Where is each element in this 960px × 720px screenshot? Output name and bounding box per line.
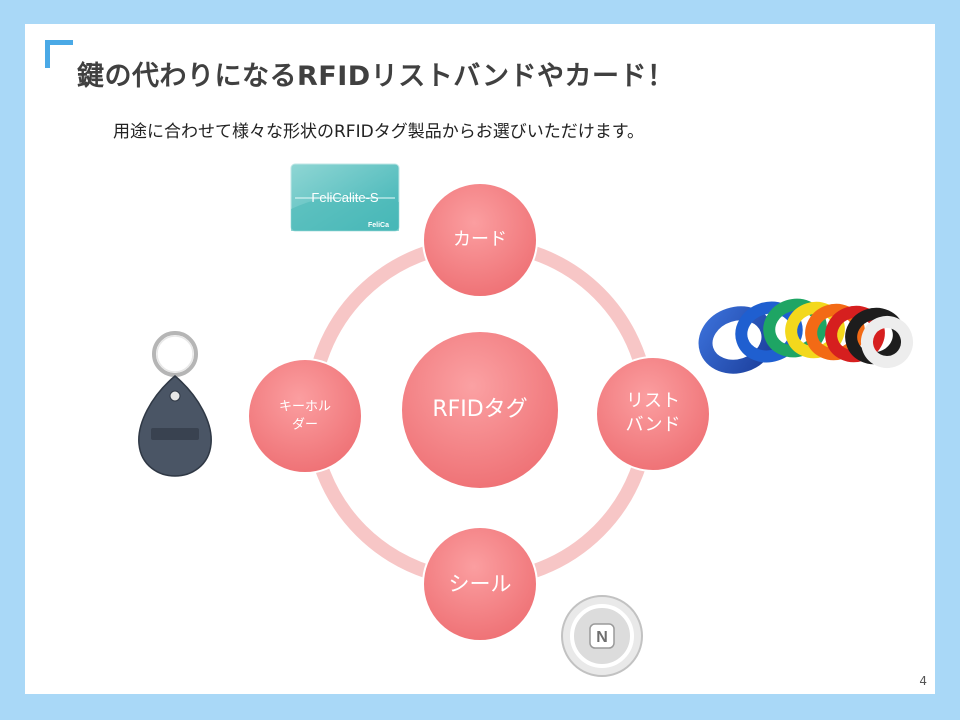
- node-wristband-label-line2: バンド: [625, 415, 681, 436]
- nfc-icon: N: [596, 629, 608, 646]
- key-fob-image: [138, 331, 212, 477]
- node-card: [422, 182, 538, 298]
- title-corner-mark: [45, 40, 73, 68]
- page-number: 4: [919, 674, 927, 688]
- node-keyholder-label: キーホル ダー: [255, 398, 355, 433]
- nfc-sticker-image: N: [561, 595, 643, 677]
- node-sticker-label: シール: [448, 571, 512, 596]
- node-wristband: [595, 356, 711, 472]
- slide-subtitle: 用途に合わせて様々な形状のRFIDタグ製品からお選びいただけます。: [113, 122, 644, 142]
- wristbands-image: [698, 298, 913, 374]
- node-keyholder-label-line2: ダー: [291, 417, 318, 432]
- node-wristband-label-line1: リスト: [626, 390, 680, 412]
- card-brand-text: FeliCa: [368, 222, 389, 229]
- felica-card-image: FeliCalite-S FeliCa: [290, 163, 400, 232]
- rfid-diagram: FeliCalite-S FeliCa N: [138, 163, 913, 677]
- node-card-label: カード: [453, 228, 507, 250]
- node-keyholder-label-line1: キーホル: [278, 399, 331, 415]
- card-product-text: FeliCalite-S: [311, 190, 379, 205]
- node-keyholder: [247, 358, 363, 474]
- node-sticker: [422, 526, 538, 642]
- center-node: [400, 330, 560, 490]
- slide: 鍵の代わりになるRFIDリストバンドやカード！ 用途に合わせて様々な形状のRFI…: [25, 24, 935, 694]
- node-wristband-label: リスト バンド: [598, 390, 708, 439]
- slide-title: 鍵の代わりになるRFIDリストバンドやカード！: [77, 61, 675, 92]
- center-label: RFIDタグ: [432, 397, 528, 423]
